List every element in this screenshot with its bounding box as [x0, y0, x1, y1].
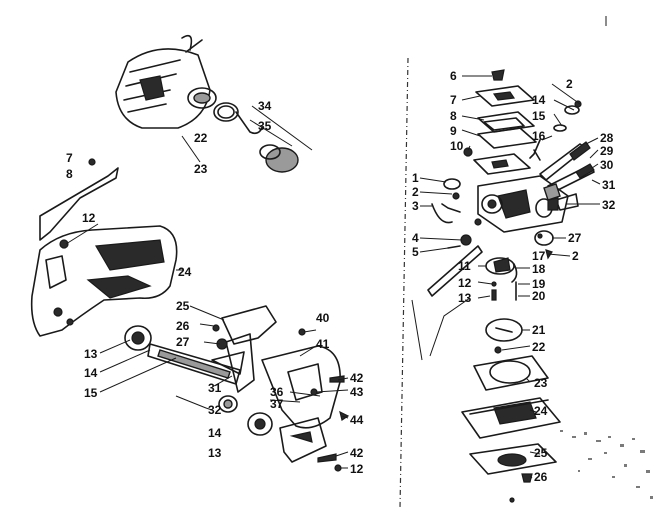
seal-ring — [213, 102, 239, 122]
carburetor-top — [463, 69, 537, 175]
carb-callout-21: 21 — [532, 323, 546, 337]
callout-14-lower: 14 — [208, 426, 222, 440]
callout-26: 26 — [176, 319, 190, 333]
carb-callout-10: 10 — [450, 139, 464, 153]
carb-callout-31: 31 — [602, 178, 616, 192]
carb-callout-8: 8 — [450, 109, 457, 123]
guide-line — [429, 297, 471, 357]
callout-8: 8 — [66, 167, 73, 181]
callout-32: 32 — [208, 403, 222, 417]
callout-13-left: 13 — [84, 347, 98, 361]
callout-13-lower: 13 — [208, 446, 222, 460]
callout-22: 22 — [194, 131, 208, 145]
callout-34: 34 — [258, 99, 272, 113]
lower-bracket — [279, 417, 327, 463]
carb-callout-1: 1 — [412, 171, 419, 185]
carb-callout-24: 24 — [534, 404, 548, 418]
spring-clip — [235, 111, 263, 135]
left-leaders — [65, 135, 349, 469]
carb-diaphragm-small — [534, 230, 554, 246]
callout-37: 37 — [270, 397, 284, 411]
callout-36: 36 — [270, 385, 284, 399]
carb-callout-16: 16 — [532, 129, 546, 143]
callout-40: 40 — [316, 311, 330, 325]
carb-callout-5: 5 — [412, 245, 419, 259]
cap — [265, 147, 299, 173]
callout-23: 23 — [194, 162, 208, 176]
callout-43: 43 — [350, 385, 364, 399]
carb-callout-30: 30 — [600, 158, 614, 172]
callout-41: 41 — [316, 337, 330, 351]
callout-27: 27 — [176, 335, 190, 349]
carb-callout-32: 32 — [602, 198, 616, 212]
carb-callout-22: 22 — [532, 340, 546, 354]
carb-callout-6: 6 — [450, 69, 457, 83]
needle-parts — [529, 100, 582, 161]
carb-callout-23: 23 — [534, 376, 548, 390]
carb-callout-7: 7 — [450, 93, 457, 107]
right-leaders — [419, 75, 601, 479]
carb-callout-4: 4 — [412, 231, 419, 245]
carb-callout-19: 19 — [532, 277, 546, 291]
callout-42-lower: 42 — [350, 446, 364, 460]
callout-44: 44 — [350, 413, 364, 427]
carb-callout-3: 3 — [412, 199, 419, 213]
carb-callout-18: 18 — [532, 262, 546, 276]
lower-washer — [218, 395, 238, 413]
callout-14-left: 14 — [84, 366, 98, 380]
callout-12: 12 — [82, 211, 96, 225]
inlet-needle-assembly — [427, 245, 518, 301]
screws-left — [310, 375, 350, 472]
carb-callout-25: 25 — [534, 446, 548, 460]
carb-callout-2-top: 2 — [566, 77, 573, 91]
callout-31: 31 — [208, 381, 222, 395]
carb-callout-20: 20 — [532, 289, 546, 303]
carb-callout-2-low: 2 — [572, 249, 579, 263]
section-divider — [399, 57, 409, 509]
carb-callout-28: 28 — [600, 131, 614, 145]
carb-callout-17: 17 — [532, 249, 546, 263]
carb-callout-26: 26 — [534, 470, 548, 484]
carb-callout-2-mid: 2 — [412, 185, 419, 199]
air-filter-housing — [115, 34, 217, 129]
bracket — [39, 167, 119, 241]
callout-12-lower: 12 — [350, 462, 364, 476]
carb-callout-14: 14 — [532, 93, 546, 107]
carb-callout-11: 11 — [458, 259, 471, 273]
lower-sprocket — [247, 412, 273, 436]
carb-callout-13: 13 — [458, 291, 472, 305]
callout-15: 15 — [84, 386, 98, 400]
callout-42-upper: 42 — [350, 371, 364, 385]
carb-callout-27: 27 — [568, 231, 582, 245]
side-cover — [261, 345, 341, 429]
throttle-assembly — [211, 305, 277, 393]
callout-25: 25 — [176, 299, 190, 313]
carb-left-parts — [431, 178, 482, 249]
carb-callout-9: 9 — [450, 124, 457, 138]
scan-noise — [560, 16, 653, 499]
carb-callout-29: 29 — [600, 144, 614, 158]
metering-stack — [461, 318, 561, 503]
adjustment-needles — [539, 141, 595, 211]
rear-handle — [30, 225, 178, 337]
carb-callout-15: 15 — [532, 109, 546, 123]
callout-35: 35 — [258, 119, 272, 133]
callout-7: 7 — [66, 151, 73, 165]
carb-callout-12: 12 — [458, 276, 472, 290]
callout-24: 24 — [178, 265, 192, 279]
